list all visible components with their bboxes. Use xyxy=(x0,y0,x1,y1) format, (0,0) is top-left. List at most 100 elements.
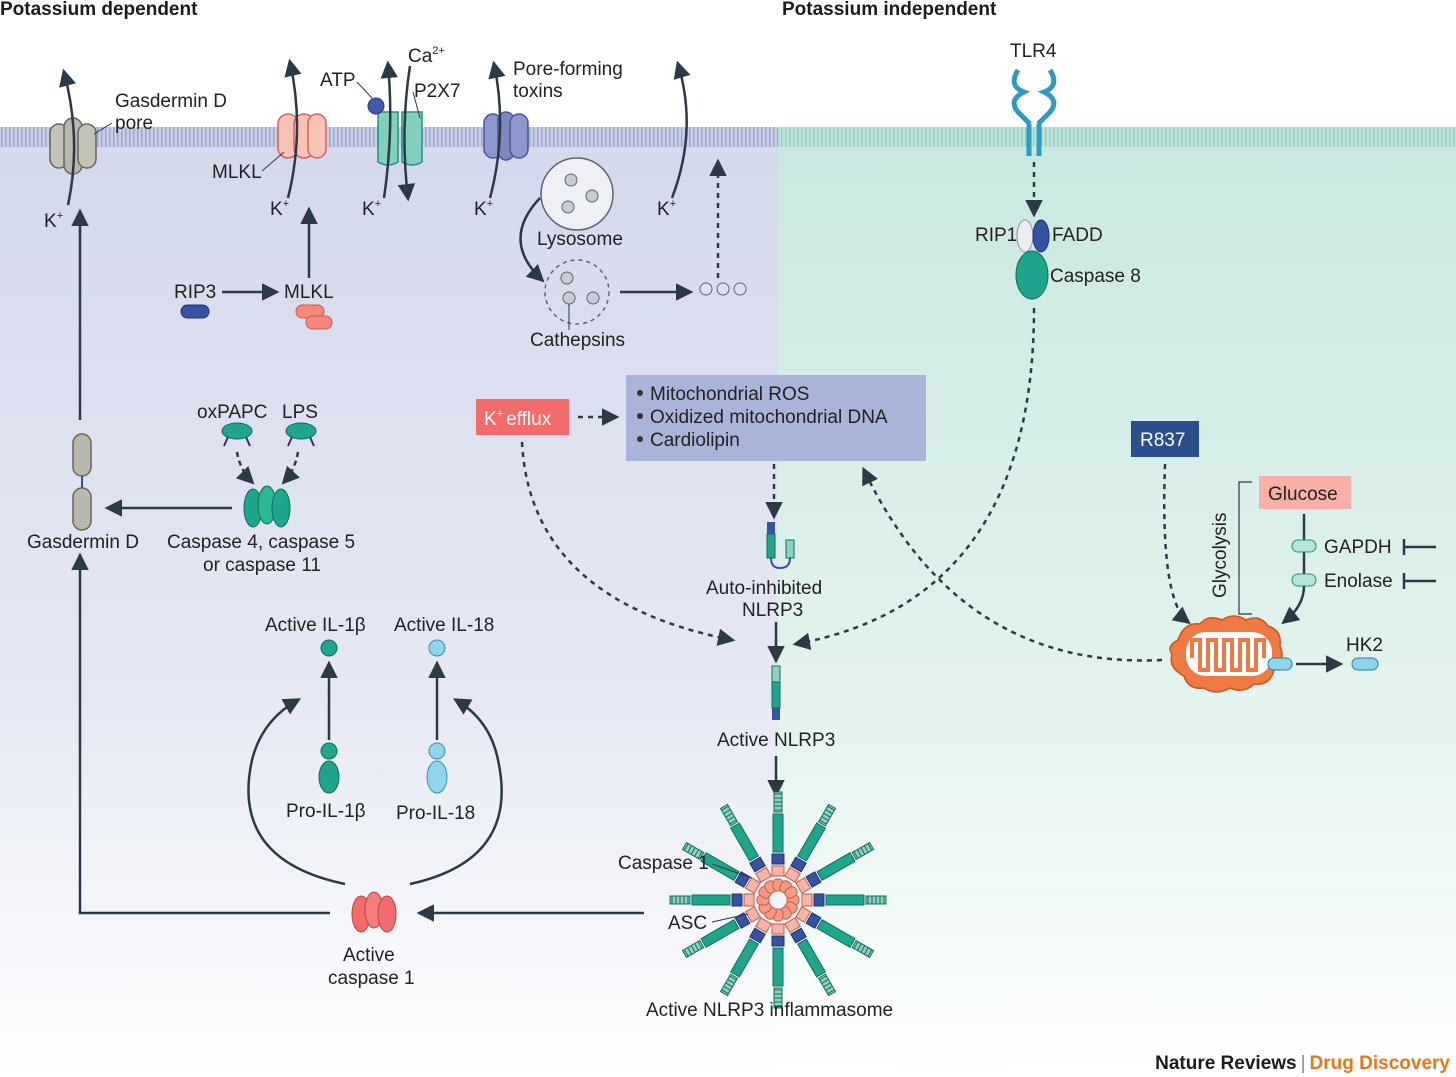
mlkl-label: MLKL xyxy=(284,282,334,303)
released-cathepsins xyxy=(699,282,747,296)
lysosome-rupture-arrow xyxy=(519,197,545,283)
k-efflux-label: K+efflux xyxy=(484,408,552,430)
nlrp3-spoke xyxy=(719,906,777,997)
gapdh-label: GAPDH xyxy=(1324,537,1392,558)
pro-il1b-protein xyxy=(318,742,340,794)
nlrp3-spoke xyxy=(786,893,887,907)
hk2-protein xyxy=(1351,657,1379,671)
ruptured-lysosome xyxy=(544,259,610,325)
r837-box xyxy=(1131,421,1199,457)
k-efflux-arrow-3 xyxy=(380,60,398,199)
nlrp3-spoke xyxy=(784,901,875,959)
atp-molecule xyxy=(367,97,385,115)
ca-influx-arrow xyxy=(397,65,416,202)
atp-label: ATP xyxy=(320,70,356,91)
oxpapc-molecule xyxy=(221,422,253,447)
active-caspase1-protein xyxy=(351,891,397,933)
inflammasome-label: Active NLRP3 inflammasome xyxy=(646,1000,893,1021)
glucose-label: Glucose xyxy=(1268,484,1338,505)
left-compartment xyxy=(0,130,778,1077)
mito-ros: Mitochondrial ROS xyxy=(650,384,809,405)
right-compartment xyxy=(778,130,1456,1077)
glycolysis-to-mito-arrow xyxy=(1281,585,1306,625)
glycolysis-bracket xyxy=(1238,481,1252,615)
cathepsins-label: Cathepsins xyxy=(530,330,625,351)
journal-footer: Nature Reviews|Drug Discovery xyxy=(1155,1053,1450,1075)
auto-inhibited-nlrp3 xyxy=(766,522,795,570)
k-label-1: K+ xyxy=(44,210,63,232)
k-label-2: K+ xyxy=(270,198,289,220)
caspase-4-5-11-protein xyxy=(243,485,291,528)
active-il1b-label: Active IL-1β xyxy=(265,615,366,636)
fadd-label: FADD xyxy=(1052,225,1103,246)
mlkl-protein xyxy=(295,304,333,330)
mlkl-channel-label: MLKL xyxy=(212,162,262,183)
enolase-label: Enolase xyxy=(1324,571,1393,592)
toxin-pore xyxy=(483,111,529,161)
k-efflux-arrow-2 xyxy=(284,58,302,199)
k-efflux-arrow-4 xyxy=(488,60,506,199)
p2x7-label: P2X7 xyxy=(414,81,460,102)
gasdermin-d-label: Gasdermin D xyxy=(27,532,139,553)
lps-to-caspase-arrow xyxy=(281,451,300,485)
pro-il1b-label: Pro-IL-1β xyxy=(286,801,366,822)
nlrp3-spoke xyxy=(771,908,785,1009)
header-potassium-independent: Potassium independent xyxy=(782,0,997,20)
nlrp3-spoke xyxy=(784,841,875,899)
k-label-5: K+ xyxy=(657,198,676,220)
header-potassium-dependent: Potassium dependent xyxy=(0,0,198,20)
enolase-protein xyxy=(1291,573,1317,587)
r837-label: R837 xyxy=(1140,430,1185,451)
lysosome-label: Lysosome xyxy=(537,229,623,250)
enolase-inhibitor xyxy=(1402,573,1436,589)
active-il18-label: Active IL-18 xyxy=(394,615,494,636)
tlr4-receptor xyxy=(1011,68,1057,156)
nlrp3-inflammasome xyxy=(669,791,887,1009)
k-efflux-arrow-1 xyxy=(59,68,77,206)
active-il18-protein xyxy=(428,639,446,657)
nlrp3-spoke xyxy=(681,901,772,959)
journal-name: Nature Reviews xyxy=(1155,1053,1297,1074)
rip3-protein xyxy=(180,304,210,319)
rip1-protein xyxy=(1016,219,1034,253)
gapdh-inhibitor xyxy=(1402,539,1436,555)
glucose-box xyxy=(1259,476,1351,509)
caspase8-protein xyxy=(1015,250,1049,300)
p2x7-channel xyxy=(367,97,423,166)
mlkl-channel xyxy=(277,113,327,159)
membrane-right xyxy=(778,127,1456,147)
rip1-label: RIP1 xyxy=(975,225,1017,246)
fadd-protein xyxy=(1032,219,1050,253)
pro-il18-protein xyxy=(426,742,448,794)
r837-to-mito-arrow xyxy=(1162,463,1191,625)
lysosome xyxy=(540,157,614,231)
mitochondrion xyxy=(1169,615,1283,693)
caspase8-label: Caspase 8 xyxy=(1050,266,1141,287)
rip3-label: RIP3 xyxy=(174,282,216,303)
caspase8-to-nlrp3-arrow xyxy=(792,307,1036,651)
cardiolipin: Cardiolipin xyxy=(650,430,740,451)
oxpapc-to-caspase-arrow xyxy=(235,451,255,485)
k-efflux-box xyxy=(476,399,569,435)
mito-to-signals-arrow xyxy=(862,466,1163,662)
active-nlrp3-protein xyxy=(771,665,781,720)
ca-label: Ca2+ xyxy=(408,45,445,67)
lps-label: LPS xyxy=(282,402,318,423)
hk2-bound xyxy=(1267,657,1293,671)
oxpapc-label: oxPAPC xyxy=(197,402,267,423)
nlrp3-spoke xyxy=(779,803,837,894)
active-nlrp3-label: Active NLRP3 xyxy=(717,730,835,751)
k-label-3: K+ xyxy=(362,198,381,220)
tlr4-label: TLR4 xyxy=(1010,41,1057,62)
mito-dna: Oxidized mitochondrial DNA xyxy=(650,407,888,428)
mito-signals-list: Mitochondrial ROS Oxidized mitochondrial… xyxy=(637,384,888,451)
caspase1-to-il18-arrow xyxy=(409,698,503,886)
k-efflux-to-nlrp3-arrow xyxy=(520,441,736,646)
nlrp3-spoke xyxy=(771,791,785,892)
pro-il18-label: Pro-IL-18 xyxy=(396,803,475,824)
